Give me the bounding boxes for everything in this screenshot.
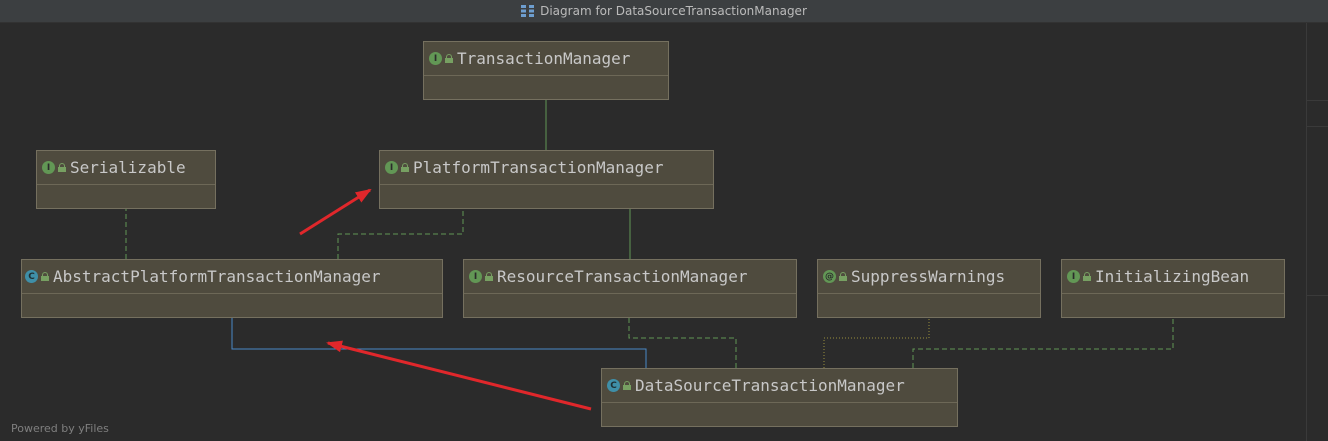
lock-icon [58, 163, 66, 172]
node-name: AbstractPlatformTransactionManager [53, 267, 381, 286]
lock-icon [445, 54, 453, 63]
edge-datasource-to-initializingbean [912, 308, 1178, 368]
node-name: ResourceTransactionManager [497, 267, 748, 286]
interface-icon: I [42, 161, 55, 174]
panel-separator [1306, 295, 1328, 296]
interface-icon: I [1067, 270, 1080, 283]
node-name: PlatformTransactionManager [413, 158, 664, 177]
panel-separator [1306, 126, 1328, 127]
node-resource-transaction-manager[interactable]: I ResourceTransactionManager [463, 259, 797, 318]
node-data-source-transaction-manager[interactable]: C DataSourceTransactionManager [601, 368, 958, 427]
diagram-icon [521, 5, 535, 17]
interface-icon: I [429, 52, 442, 65]
interface-icon: I [469, 270, 482, 283]
right-panel-divider [1306, 23, 1307, 441]
node-name: SuppressWarnings [851, 267, 1006, 286]
interface-icon: I [385, 161, 398, 174]
window-title: Diagram for DataSourceTransactionManager [540, 4, 807, 18]
lock-icon [41, 272, 49, 281]
annotation-icon: @ [823, 270, 836, 283]
node-serializable[interactable]: I Serializable [36, 150, 216, 209]
lock-icon [485, 272, 493, 281]
lock-icon [401, 163, 409, 172]
edge-datasource-to-resource [624, 308, 737, 368]
edge-datasource-to-suppresswarnings [823, 318, 930, 368]
node-suppress-warnings[interactable]: @ SuppressWarnings [817, 259, 1041, 318]
powered-by-label: Powered by yFiles [11, 422, 109, 435]
edge-abstract-to-platform [337, 199, 468, 259]
lock-icon [839, 272, 847, 281]
annotation-arrow-to-abstract [326, 340, 592, 411]
abstract-class-icon: C [25, 270, 38, 283]
lock-icon [623, 381, 631, 390]
panel-separator [1306, 100, 1328, 101]
annotation-arrow-to-platform [299, 188, 372, 236]
lock-icon [1083, 272, 1091, 281]
node-initializing-bean[interactable]: I InitializingBean [1061, 259, 1285, 318]
node-platform-transaction-manager[interactable]: I PlatformTransactionManager [379, 150, 714, 209]
node-name: Serializable [70, 158, 186, 177]
node-transaction-manager[interactable]: I TransactionManager [423, 41, 669, 100]
window-titlebar: Diagram for DataSourceTransactionManager [0, 0, 1328, 23]
node-abstract-platform-transaction-manager[interactable]: C AbstractPlatformTransactionManager [21, 259, 443, 318]
class-icon: C [607, 379, 620, 392]
edge-datasource-to-abstract [227, 308, 647, 368]
node-name: TransactionManager [457, 49, 631, 68]
node-name: InitializingBean [1095, 267, 1250, 286]
node-name: DataSourceTransactionManager [635, 376, 905, 395]
